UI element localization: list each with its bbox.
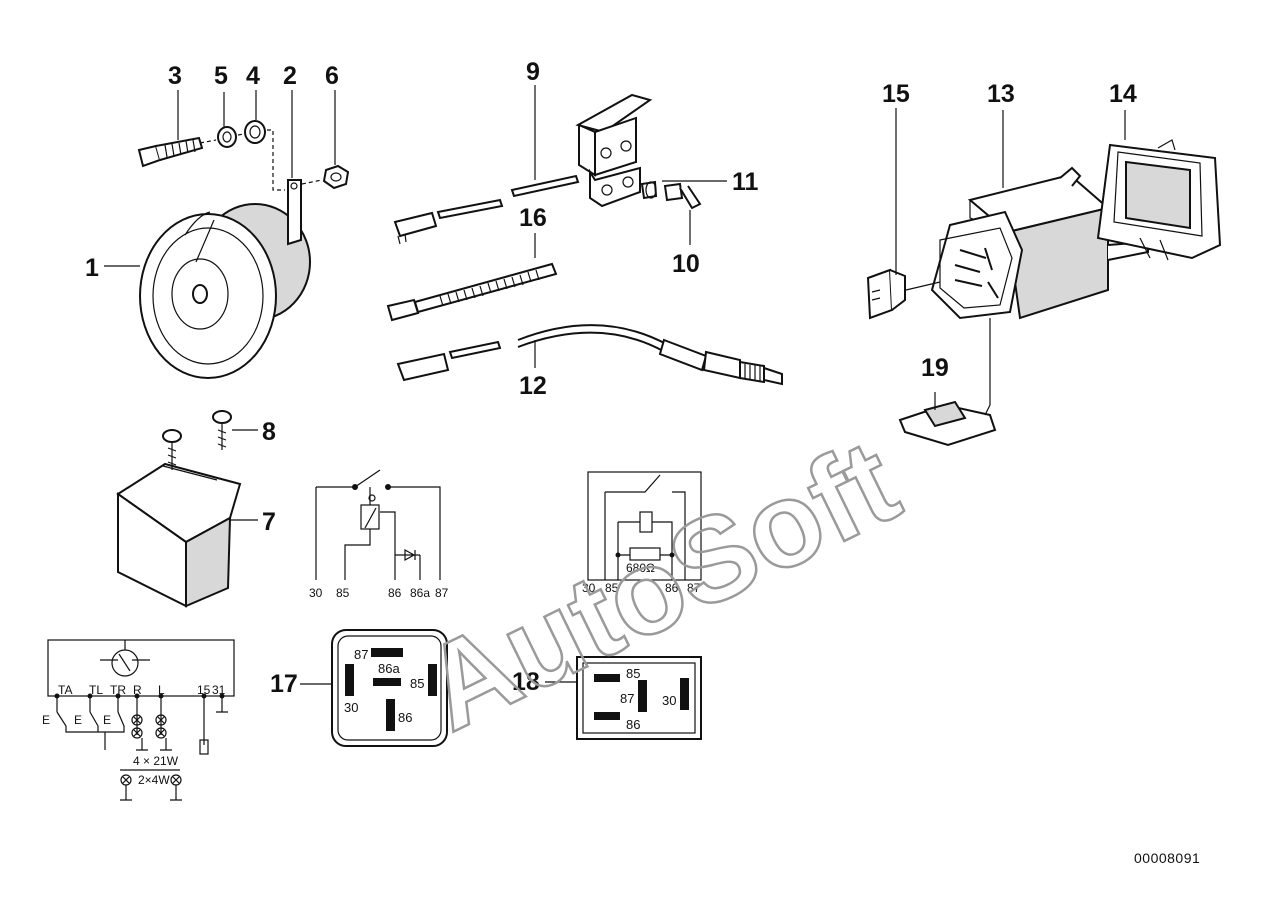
screw-10 [640, 180, 702, 210]
terminal-label: TR [110, 683, 126, 697]
watermark: AutoSoft [403, 414, 917, 756]
callout-16: 16 [519, 204, 547, 232]
callout-18: 18 [512, 668, 540, 696]
terminal-label: 85 [605, 581, 619, 595]
screw-8b [212, 410, 232, 450]
resistor-label: 680Ω [626, 561, 655, 575]
callout-15: 15 [882, 80, 910, 108]
terminal-label: 86 [388, 586, 402, 600]
callout-numbers: 1 2 3 4 5 6 7 8 9 10 11 12 13 14 15 16 1… [85, 58, 1137, 698]
callout-2: 2 [283, 62, 297, 90]
flasher-circuit [47, 639, 235, 801]
callout-10: 10 [672, 250, 700, 278]
relay-schematic-b [587, 471, 702, 581]
brake-switch [575, 93, 653, 208]
terminal-label: TA [58, 683, 72, 697]
control-unit [116, 462, 242, 608]
flasher-labels: TA TL TR R L 15 31 E E E 4 × 21W 2×4W [42, 683, 226, 787]
pin-label: 86a [378, 661, 400, 676]
callout-13: 13 [987, 80, 1015, 108]
socket-18-labels: 85 87 30 86 [620, 666, 676, 732]
switch-label: E [103, 713, 111, 727]
terminal-label: R [133, 683, 142, 697]
sensor-cable [396, 324, 783, 386]
relay-socket [930, 210, 1024, 320]
pin-label: 87 [354, 647, 368, 662]
socket-17 [331, 629, 448, 747]
callout-19: 19 [921, 354, 949, 382]
callout-3: 3 [168, 62, 182, 90]
callout-7: 7 [262, 508, 276, 536]
callout-8: 8 [262, 418, 276, 446]
relay-a-terminals: 30 85 86 86a 87 [309, 586, 449, 600]
pin-label: 86 [398, 710, 412, 725]
cable-tie [386, 262, 558, 322]
switch-label: E [74, 713, 82, 727]
callout-14: 14 [1109, 80, 1137, 108]
terminal-label: L [158, 683, 165, 697]
callout-11: 11 [732, 168, 759, 196]
lamp-label: 2×4W [138, 773, 170, 787]
terminal-label: 30 [309, 586, 323, 600]
callout-1: 1 [85, 254, 99, 282]
nut-6 [322, 164, 350, 190]
pin-label: 85 [410, 676, 424, 691]
screw-8a [162, 429, 182, 470]
terminal-label: 15 [197, 683, 211, 697]
pin-label: 86 [626, 717, 640, 732]
lamp-label: 4 × 21W [133, 754, 179, 768]
socket-17-labels: 87 86a 30 85 86 [344, 647, 424, 725]
callout-5: 5 [214, 62, 228, 90]
callout-6: 6 [325, 62, 339, 90]
reference-number: 00008091 [1134, 850, 1200, 866]
callout-9: 9 [526, 58, 540, 86]
pin-label: 87 [620, 691, 634, 706]
terminal-label: 30 [582, 581, 596, 595]
terminal-label: 86 [665, 581, 679, 595]
relay-cover [1096, 139, 1222, 261]
leader-lines [104, 85, 1126, 685]
relay-schematic-a [315, 469, 441, 580]
terminal-label: TL [89, 683, 103, 697]
pin-label: 85 [626, 666, 640, 681]
horn [139, 179, 311, 379]
pin-label: 30 [662, 693, 676, 708]
terminal-label: 85 [336, 586, 350, 600]
relay-clip [898, 400, 997, 447]
relay-b-terminals: 30 85 86 87 680Ω [582, 561, 701, 595]
socket-18 [576, 656, 702, 740]
terminal-label: 87 [687, 581, 701, 595]
fuse [866, 268, 906, 320]
switch-label: E [42, 713, 50, 727]
callout-12: 12 [519, 372, 547, 400]
pin-label: 30 [344, 700, 358, 715]
terminal-label: 87 [435, 586, 449, 600]
washer-5 [217, 126, 237, 148]
callout-17: 17 [270, 670, 298, 698]
callout-4: 4 [246, 62, 260, 90]
terminal-label: 86a [410, 586, 430, 600]
terminal-label: 31 [212, 683, 226, 697]
washer-4 [244, 120, 266, 144]
bolt [137, 136, 204, 168]
